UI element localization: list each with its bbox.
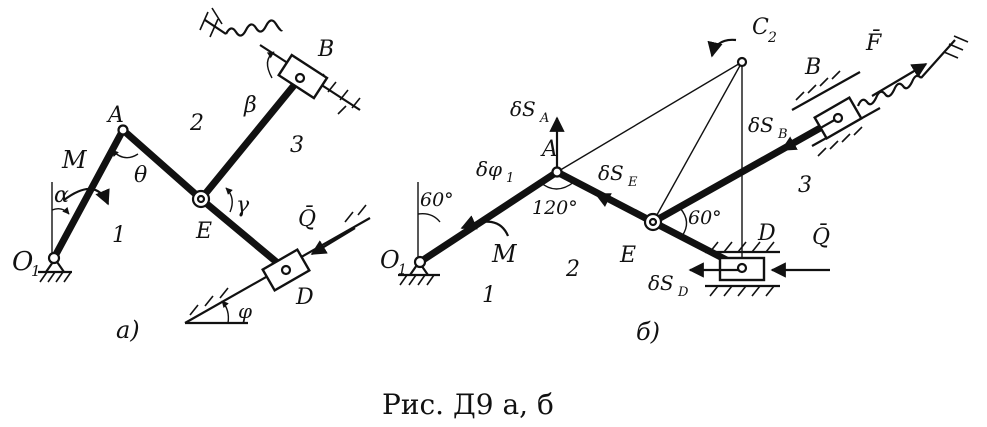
joint-d-a xyxy=(280,264,292,276)
theta-arc xyxy=(111,149,139,159)
label-dsb-sub: B xyxy=(777,127,788,142)
force-f-b xyxy=(871,63,928,97)
label-rod-3-b: 3 xyxy=(798,173,812,198)
label-dphi: δφ xyxy=(476,157,502,181)
joint-b-b xyxy=(832,112,844,124)
label-angle-60-o: 60° xyxy=(420,189,454,211)
label-theta: θ xyxy=(134,163,147,188)
label-o1-b: O xyxy=(380,246,400,274)
line-a-c2 xyxy=(556,61,743,173)
dphi-arc xyxy=(460,215,510,237)
rod-1-a xyxy=(50,126,127,262)
label-rod-1-a: 1 xyxy=(112,223,126,248)
label-rod-3-a: 3 xyxy=(290,133,304,158)
label-phi: φ xyxy=(238,299,252,323)
label-angle-120-a: 120° xyxy=(532,197,578,219)
label-angle-60-e: 60° xyxy=(688,207,722,229)
label-c2-sub: 2 xyxy=(767,30,777,46)
figure-b: O 1 A B D E C 2 M Q̄ F̄ δS A δS B δS E δ… xyxy=(380,15,969,346)
label-beta: β xyxy=(243,93,257,118)
label-rod-2-a: 2 xyxy=(189,111,204,136)
line-e-c2 xyxy=(652,61,743,223)
joint-a-b xyxy=(551,166,563,178)
label-dsd-sub: D xyxy=(677,285,689,300)
label-o1-a: O xyxy=(12,247,33,277)
rod-1-b xyxy=(416,168,561,266)
label-a-b: A xyxy=(540,137,558,162)
spring-b-a xyxy=(199,7,283,38)
gamma-arc xyxy=(225,187,233,213)
angle-60-o-arc xyxy=(417,212,441,223)
angle-120-a-arc xyxy=(539,181,575,190)
phi-arc xyxy=(221,300,230,324)
label-dse-sub: E xyxy=(627,175,638,190)
beta-arc xyxy=(266,51,275,79)
label-gamma: γ xyxy=(236,193,250,218)
label-a-a: A xyxy=(106,103,124,128)
joint-e-inner-a xyxy=(196,194,206,204)
alpha-arc xyxy=(51,206,70,215)
label-rod-1-b: 1 xyxy=(482,283,496,308)
moment-arc-a xyxy=(63,187,110,206)
joint-e-inner-b xyxy=(648,217,658,227)
c2-rotation-arc xyxy=(707,38,737,58)
label-e-b: E xyxy=(619,243,636,268)
force-q-a xyxy=(310,227,356,255)
joint-b-a xyxy=(294,72,306,84)
label-d-b: D xyxy=(757,221,776,246)
label-e-a: E xyxy=(195,219,212,244)
angle-60-e-arc xyxy=(679,207,688,237)
label-b-a: B xyxy=(317,37,334,62)
label-m-a: M xyxy=(61,146,88,174)
spring-coil-b xyxy=(856,74,922,107)
label-alpha: α xyxy=(54,183,69,208)
joint-o1-a xyxy=(47,251,61,265)
tag-b: б) xyxy=(636,318,660,346)
vd-se xyxy=(594,193,654,223)
label-q-a: Q̄ xyxy=(298,205,316,232)
label-dsa-sub: A xyxy=(539,111,549,126)
joint-o1-b xyxy=(413,255,427,269)
label-d-a: D xyxy=(295,285,314,310)
label-o1-sub-a: 1 xyxy=(31,262,41,280)
label-dphi-sub: 1 xyxy=(506,171,514,186)
label-q-b: Q̄ xyxy=(812,223,830,250)
label-dsd: δS xyxy=(648,271,674,295)
guide-d-b xyxy=(705,241,780,297)
spring-coil-a xyxy=(225,19,283,37)
label-rod-2-b: 2 xyxy=(565,257,580,282)
rod-3-a xyxy=(197,74,304,203)
rod-2b-a xyxy=(197,195,290,274)
label-o1-sub-b: 1 xyxy=(398,262,407,278)
label-m-b: M xyxy=(491,240,518,268)
label-dsb: δS xyxy=(748,113,774,137)
vd-sb xyxy=(780,117,839,151)
joint-a-a xyxy=(117,124,129,136)
label-b-b: B xyxy=(804,55,821,80)
point-c2 xyxy=(736,56,748,68)
tag-a: а) xyxy=(116,316,140,344)
label-dse: δS xyxy=(598,161,624,185)
label-f-b: F̄ xyxy=(865,29,882,56)
rod-2-a xyxy=(119,126,205,203)
label-dsa: δS xyxy=(510,97,536,121)
label-c2: C xyxy=(752,15,769,40)
figure-caption: Рис. Д9 а, б xyxy=(382,388,554,421)
joint-d-b xyxy=(736,262,748,274)
figure-a: O 1 A B D E M Q̄ α β θ γ φ 1 2 3 а) xyxy=(12,7,371,344)
